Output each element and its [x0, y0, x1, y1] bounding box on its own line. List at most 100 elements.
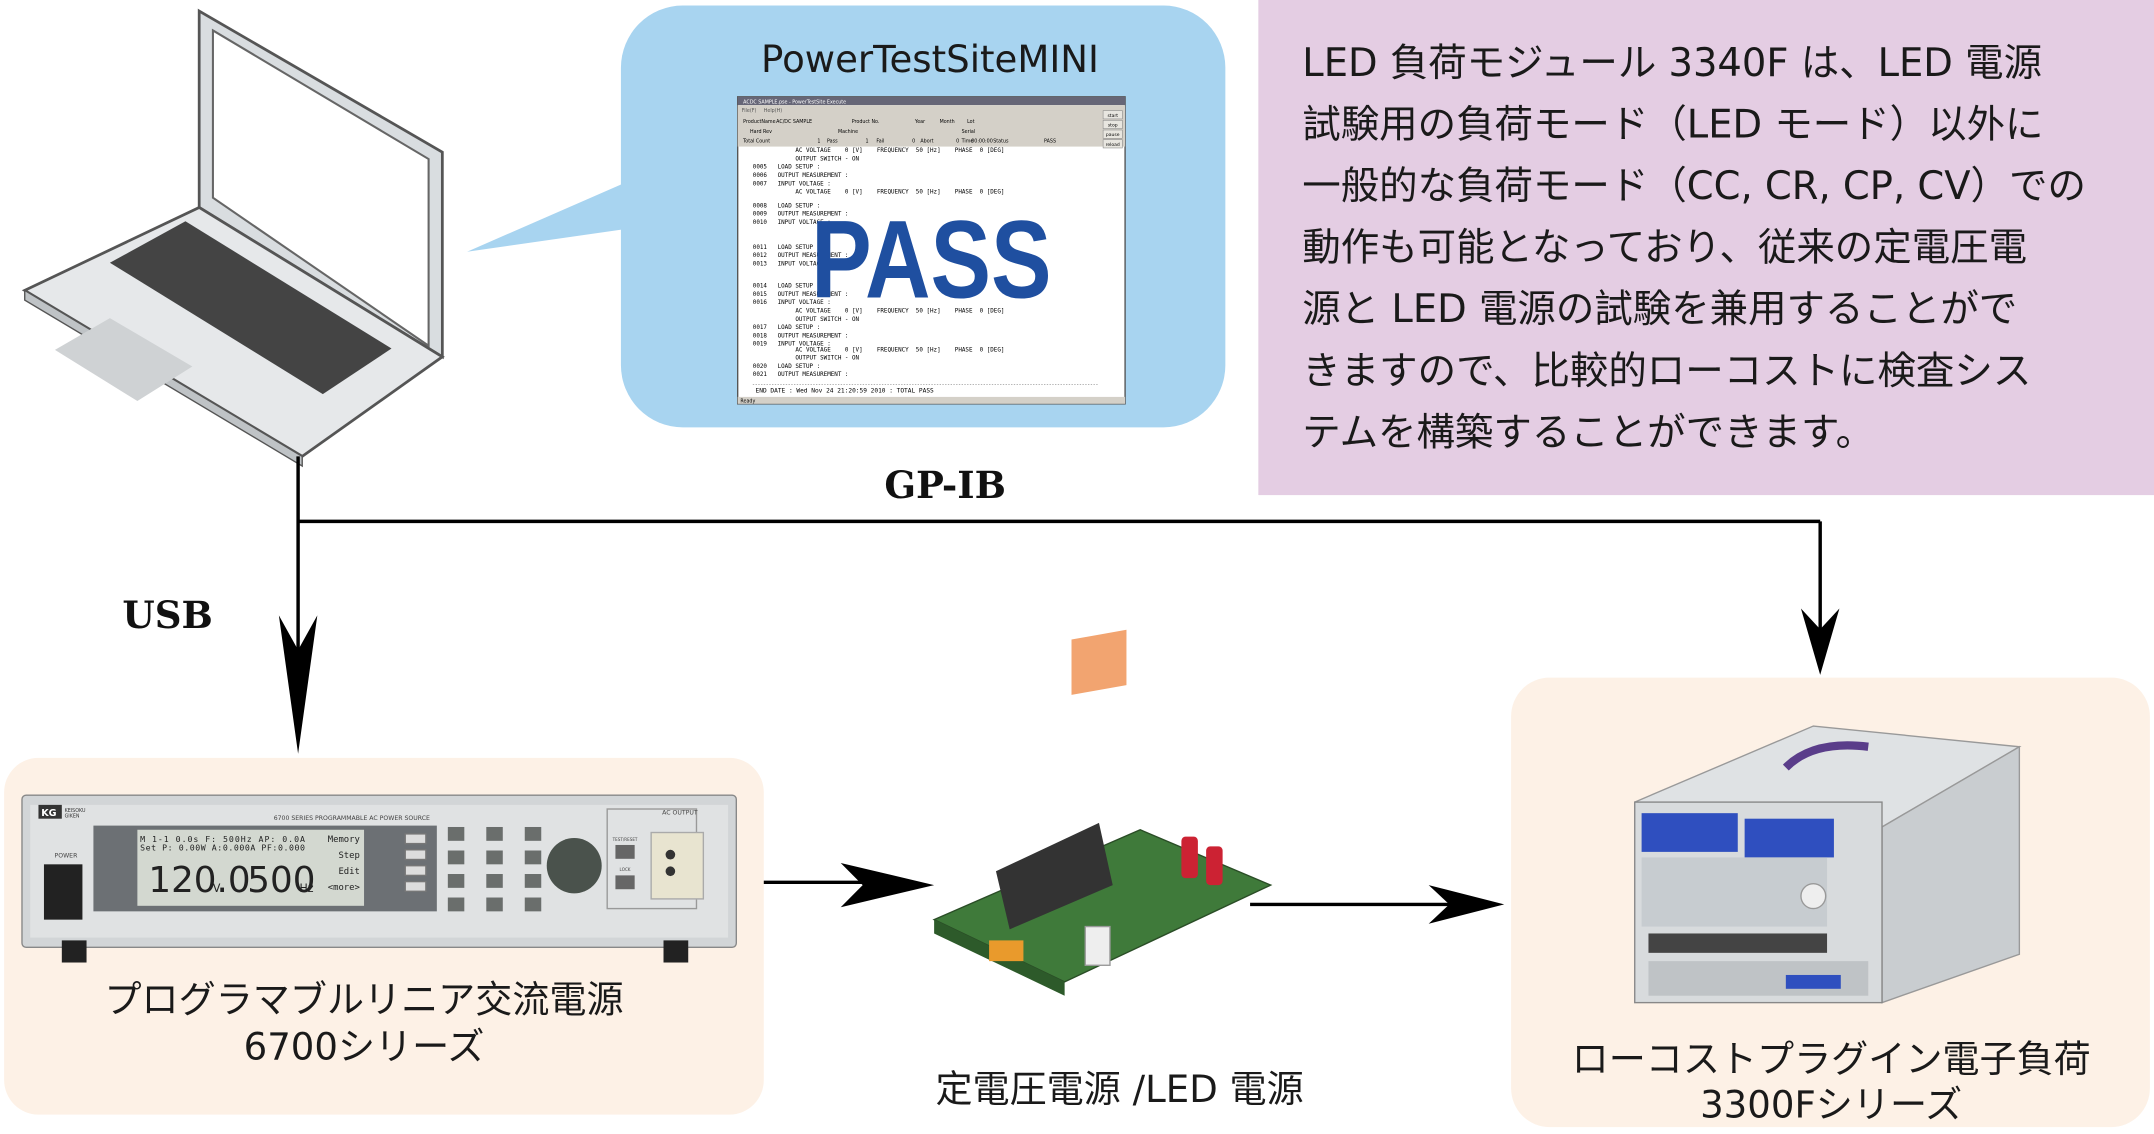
menu-file[interactable]: File(F): [742, 108, 757, 114]
keypad-button[interactable]: [447, 850, 465, 865]
pause-button-label: pause: [1106, 133, 1120, 138]
keypad-button[interactable]: [524, 874, 542, 888]
log-line: 0007 INPUT VOLTAGE :: [753, 181, 831, 187]
ac-power-source-device: KG KEISOKU GIKEN 6700 SERIES PROGRAMMABL…: [21, 794, 738, 963]
softkey-button[interactable]: [404, 865, 427, 877]
abort-value: 0: [956, 138, 959, 144]
keypad-button[interactable]: [524, 826, 542, 841]
description-line: 動作も可能となっており、従来の定電圧電: [1302, 226, 2027, 271]
log-line: OUTPUT SWITCH - ON: [753, 317, 860, 323]
log-line: 0006 OUTPUT MEASUREMENT :: [753, 173, 849, 179]
log-line: 0015 OUTPUT MEASUREMENT :: [753, 292, 849, 298]
power-switch[interactable]: [43, 864, 83, 920]
product-name-field[interactable]: AC/DC SAMPLE: [776, 119, 812, 125]
pass-overlay: PASS: [811, 198, 1051, 321]
log-line: 0020 LOAD SETUP :: [753, 364, 820, 370]
label: Time: [961, 138, 974, 144]
ac-output-label: AC OUTPUT: [662, 810, 698, 817]
log-line: AC VOLTAGE 0 [V] FREQUENCY 50 [Hz] PHASE…: [753, 148, 1005, 154]
status-bar: Ready: [740, 398, 755, 404]
voltage-readout: 120.0: [148, 860, 250, 901]
keypad-button[interactable]: [524, 897, 542, 912]
reload-button[interactable]: [1102, 139, 1123, 149]
series-label: 6700 SERIES PROGRAMMABLE AC POWER SOURCE: [274, 815, 430, 822]
label: Fail: [876, 138, 884, 144]
log-line: 0005 LOAD SETUP :: [753, 165, 820, 171]
lock-label: LOCK: [620, 867, 631, 872]
keypad-button[interactable]: [486, 826, 503, 841]
load-caption: ローコストプラグイン電子負荷: [1572, 1037, 2091, 1081]
description-box: [1258, 0, 2154, 496]
log-line: 0019 INPUT VOLTAGE :: [753, 342, 831, 348]
log-line: 0017 LOAD SETUP :: [753, 325, 820, 331]
keypad-button[interactable]: [447, 826, 465, 841]
end-date-line: END DATE : Wed Nov 24 21:20:59 2010 : TO…: [756, 388, 934, 395]
power-label: POWER: [55, 852, 79, 859]
brand-logo: KG: [41, 808, 56, 819]
keypad-button[interactable]: [524, 850, 542, 865]
softkey-button[interactable]: [404, 833, 427, 845]
softkey-button[interactable]: [404, 849, 427, 861]
arrow-heads: [278, 608, 1840, 924]
label: Serial: [962, 129, 976, 135]
log-line: AC VOLTAGE 0 [V] FREQUENCY 50 [Hz] PHASE…: [753, 347, 1005, 353]
label: Abort: [920, 138, 933, 144]
dut-caption: 定電圧電源 /LED 電源: [935, 1067, 1303, 1111]
brand-text: KEISOKU: [65, 808, 86, 814]
pass-value: 1: [865, 138, 868, 144]
softkey-label: Memory: [328, 835, 361, 845]
log-line: OUTPUT SWITCH - ON: [753, 156, 860, 162]
fail-value: 0: [912, 138, 915, 144]
description-line: テムを構築することができます。: [1302, 410, 1874, 455]
label: Month: [940, 119, 955, 125]
test-reset-button[interactable]: [615, 844, 635, 859]
power-supply-board-icon: [932, 629, 1273, 996]
voltage-unit: V: [213, 882, 221, 895]
electronic-load-device: [1634, 725, 2022, 1004]
softkey-label: <more>: [328, 883, 360, 893]
log-line: 0010 INPUT VOLTAGE :: [753, 220, 831, 226]
label: ProductName: [743, 119, 775, 125]
keypad-button[interactable]: [447, 874, 465, 888]
pause-button[interactable]: [1102, 129, 1123, 139]
rotary-knob[interactable]: [546, 838, 602, 894]
keypad-button[interactable]: [486, 897, 503, 912]
label: Product No.: [852, 119, 880, 125]
frequency-unit: Hz: [299, 882, 313, 895]
menu-help[interactable]: Help(H): [764, 108, 782, 114]
stop-button[interactable]: [1102, 120, 1123, 129]
time-value: 00:00:00: [971, 138, 993, 144]
status-value: PASS: [1044, 138, 1056, 144]
log-line: 0012 OUTPUT MEASUREMENT :: [753, 253, 849, 259]
software-bubble: PowerTestSiteMINI ACDC SAMPLE.pse - Powe…: [467, 5, 1226, 428]
label: Status: [993, 138, 1009, 144]
lcd-line: M 1-1 0.0s F: 500Hz AP: 0.0A: [140, 834, 305, 844]
keypad-button[interactable]: [486, 850, 503, 865]
softkey-button[interactable]: [404, 880, 427, 892]
keypad-button[interactable]: [447, 897, 465, 912]
description-line: 一般的な負荷モード（CC, CR, CP, CV）での: [1302, 164, 2086, 209]
label: Machine: [838, 129, 858, 135]
description-line: 源と LED 電源の試験を兼用することがで: [1302, 287, 2017, 332]
start-button[interactable]: [1102, 110, 1123, 120]
softkey-label: Step: [338, 851, 359, 861]
ac-source-series: 6700シリーズ: [244, 1024, 485, 1068]
label: Hard Rev: [750, 129, 772, 135]
log-line: 0008 LOAD SETUP :: [753, 203, 820, 209]
ac-source-caption: プログラマブルリニア交流電源: [104, 977, 623, 1021]
description-line: 試験用の負荷モード（LED モード）以外に: [1302, 102, 2043, 147]
start-button-label: start: [1107, 113, 1118, 119]
softkey-label: Edit: [338, 867, 359, 877]
keypad-button[interactable]: [486, 874, 503, 888]
stop-button-label: stop: [1108, 123, 1118, 129]
log-line: 0016 INPUT VOLTAGE :: [753, 300, 831, 306]
log-line: 0021 OUTPUT MEASUREMENT :: [753, 372, 849, 378]
lock-button[interactable]: [615, 875, 635, 890]
label: Lot: [967, 119, 975, 125]
log-line: 0018 OUTPUT MEASUREMENT :: [753, 333, 849, 339]
description-line: LED 負荷モジュール 3340F は、LED 電源: [1302, 41, 2042, 86]
window-title: ACDC SAMPLE.pse - PowerTestSite Execute: [743, 100, 846, 106]
label: Pass: [827, 138, 838, 144]
total-count-value: 1: [817, 138, 820, 144]
description-line: きますので、比較的ローコストに検査シス: [1302, 349, 2031, 394]
